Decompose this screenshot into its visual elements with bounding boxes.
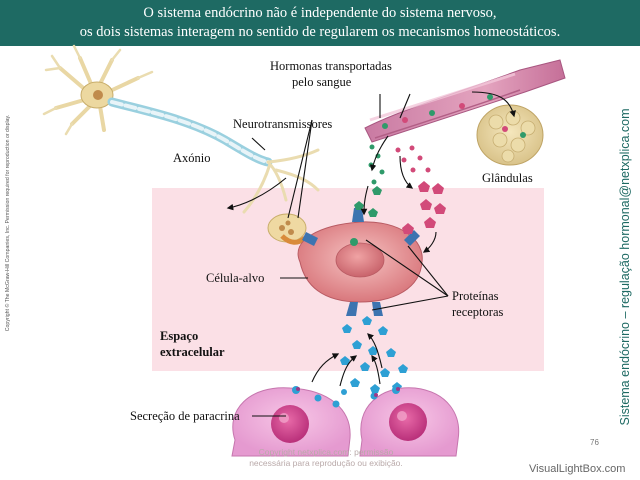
arrows [226,91,516,417]
copyright-notice: Copyright © The McGraw-Hill Companies, I… [2,100,14,360]
watermark: Copyright netxplica.com: permissão neces… [226,447,426,469]
side-caption-text: Sistema endócrino – regulação hormonal@n… [618,108,632,426]
paracrine-cells [231,386,460,457]
watermark-line-2: necessária para reprodução ou exibição. [249,458,403,468]
side-caption: Sistema endócrino – regulação hormonal@n… [613,100,635,440]
title-line-2: os dois sistemas interagem no sentido de… [79,24,561,40]
label-hormones-line-2: pelo sangue [292,75,352,89]
copyright-text: Copyright © The McGraw-Hill Companies, I… [5,114,11,332]
title-line-1: O sistema endócrino não é independente d… [143,5,497,21]
label-receptor-proteins-line-1: Proteínas [452,289,499,303]
label-receptor-proteins-line-2: receptoras [452,305,503,319]
label-paracrine-secretion: Secreção de paracrina [130,409,240,423]
label-axon: Axónio [173,151,211,165]
label-hormones-line-1: Hormonas transportadas [270,59,392,73]
page-number: 76 [590,438,599,447]
footer-brand: VisualLightBox.com [529,463,626,475]
neuron [42,44,320,245]
paracrine-particles [340,316,408,393]
gland [476,104,544,166]
title-banner: O sistema endócrino não é independente d… [0,0,640,46]
label-extracellular-line-1: Espaço [160,329,198,343]
hormone-particles [368,144,446,228]
target-cell [297,201,423,316]
label-glands: Glândulas [482,171,533,185]
label-target-cell: Célula-alvo [206,271,264,285]
watermark-line-1: Copyright netxplica.com: permissão [258,447,394,457]
blood-vessel [364,59,566,143]
label-neurotransmitters: Neurotransmissores [233,117,332,131]
label-extracellular-line-2: extracelular [160,345,225,359]
